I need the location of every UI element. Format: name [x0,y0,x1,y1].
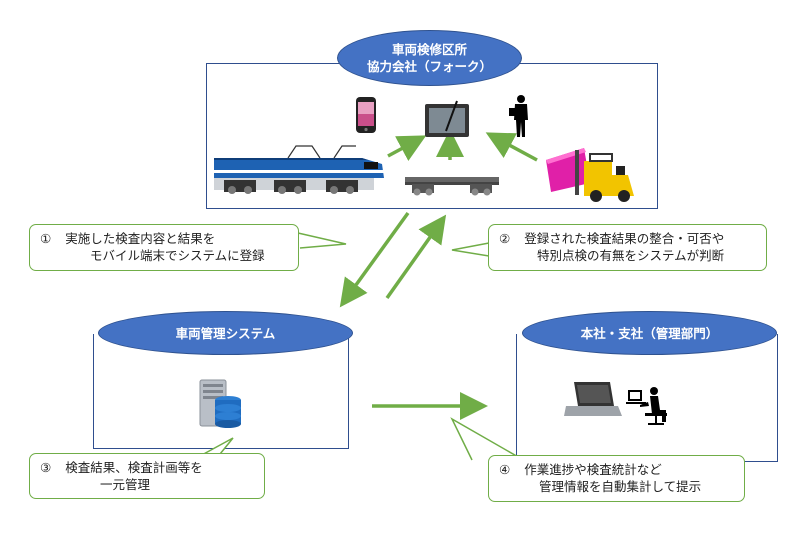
office-worker-icon [626,387,667,425]
callout-4-line1: 作業進捗や検査統計など [524,462,662,477]
depot-title: 車両検修区所 協力会社（フォーク） [337,30,522,86]
system-title: 車両管理システム [98,311,353,355]
forklift-icon [546,148,634,202]
freight-car-icon [405,177,499,196]
hq-title: 本社・支社（管理部門） [522,311,777,355]
worker-silhouette-icon [509,95,528,137]
callout-3: ③ 検査結果、検査計画等を 一元管理 [29,453,265,499]
callout-2-number: ② [499,231,511,246]
callout-3-number: ③ [40,460,52,475]
callout-1-number: ① [40,231,52,246]
callout-4: ④ 作業進捗や検査統計など 管理情報を自動集計して提示 [488,455,745,502]
callout-1-line1: 実施した検査内容と結果を [65,231,216,246]
callout-2-line2: 特別点検の有無をシステムが判断 [537,248,725,263]
callout-1-line2: モバイル端末でシステムに登録 [90,248,265,263]
callout-3-line1: 検査結果、検査計画等を [65,460,203,475]
arrow-depot-to-system [339,211,410,308]
callout-1: ① 実施した検査内容と結果を モバイル端末でシステムに登録 [29,224,299,271]
hq-title-label: 本社・支社（管理部門） [580,325,719,341]
depot-title-line2: 協力会社（フォーク） [366,59,492,74]
arrow-forklift-to-tablet [485,132,538,162]
callout-2: ② 登録された検査結果の整合・可否や 特別点検の有無をシステムが判断 [488,224,767,271]
smartphone-icon [356,97,376,133]
laptop-icon [564,382,622,416]
flow-arrows [339,129,538,420]
arrow-locomotive-to-tablet [387,135,427,161]
tablet-icon [425,100,469,137]
depot-title-line1: 車両検修区所 [391,42,467,57]
callout-4-line2: 管理情報を自動集計して提示 [539,479,702,494]
callout-2-line1: 登録された検査結果の整合・可否や [524,231,725,246]
callout-4-number: ④ [499,462,511,477]
locomotive-icon [214,145,384,194]
callout-3-line2: 一元管理 [100,477,151,492]
system-title-label: 車両管理システム [175,325,276,341]
server-database-icon [199,379,241,428]
hq-box [516,334,778,462]
arrow-system-to-depot [385,214,447,300]
